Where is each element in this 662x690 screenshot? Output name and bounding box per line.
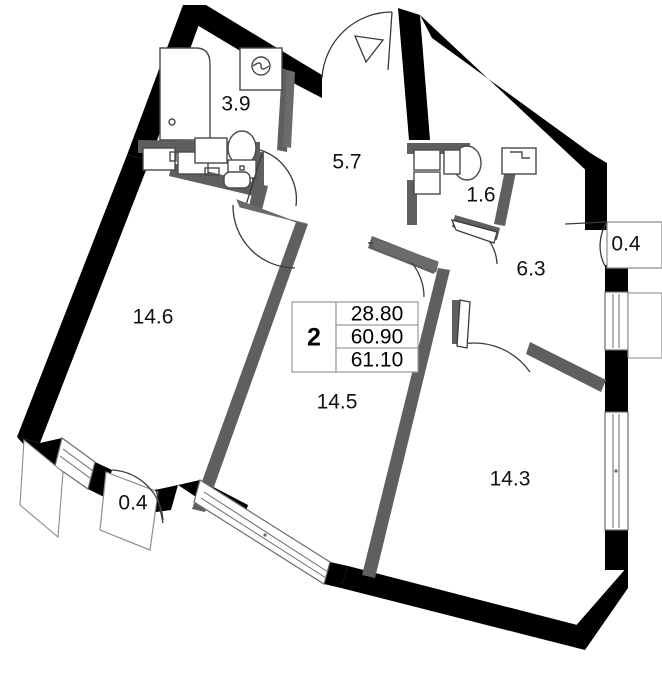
- room-label-living-room: 14.6: [133, 306, 174, 329]
- exterior-wall-left: [17, 155, 150, 443]
- window-right-upper: [604, 291, 662, 359]
- washing-machine-glyph-icon: [252, 62, 270, 70]
- info-box-rooms-cell: [291, 301, 337, 373]
- room-label-bedroom-center: 14.5: [317, 391, 358, 414]
- room-label-balcony-right: 0.4: [611, 233, 641, 256]
- window-right-lower: [604, 411, 629, 531]
- windows: [19, 291, 662, 585]
- exterior-wall-top-right: [398, 8, 430, 140]
- toilet-wc-tank-icon: [443, 149, 461, 175]
- window-bottom-left: [19, 436, 96, 539]
- info-box-total-cell: [335, 301, 419, 327]
- cabinet-bathroom-icon: [194, 137, 228, 164]
- exterior-wall-bottom-window-right: [324, 562, 348, 588]
- counter-kitchen-sink-icon: [510, 151, 530, 159]
- sink-bathroom-icon: [142, 147, 176, 171]
- washing-machine-door-icon: [251, 56, 271, 76]
- door-living-room: [232, 199, 308, 269]
- door-bathroom: [245, 149, 298, 207]
- exterior-wall-top-right-diagonal: [420, 15, 607, 190]
- balconies: [99, 221, 662, 551]
- wc-fixtures: [413, 145, 537, 195]
- balcony-left-door-leaf: [155, 488, 164, 524]
- window-bottom-center: [193, 479, 331, 585]
- room-label-kitchen: 6.3: [516, 258, 545, 281]
- door-bedroom-right: [456, 299, 531, 373]
- balcony-right-door-leaf: [564, 221, 608, 225]
- room-label-wc: 1.6: [466, 184, 495, 207]
- bidet-icon: [223, 171, 251, 189]
- exterior-wall-right-pier-2: [605, 350, 628, 412]
- room-label-bathroom: 3.9: [221, 93, 250, 116]
- info-room-count: 2: [307, 324, 321, 352]
- exterior-wall-top-door-left: [297, 60, 322, 98]
- interior-walls: [138, 68, 606, 578]
- sink-wc-basin-icon: [413, 171, 441, 195]
- interior-wall-kitchen-bottom: [526, 342, 606, 392]
- doors: [232, 11, 531, 373]
- bathtub-drain-icon: [168, 118, 176, 126]
- info-full-area: 61.10: [351, 349, 404, 372]
- door-wc: [450, 219, 498, 265]
- info-box-full-cell: [335, 347, 419, 373]
- interior-wall-central-partition: [192, 222, 308, 512]
- door-bedroom-center: [367, 237, 439, 298]
- room-labels: 3.9 5.7 1.6 6.3 0.4 14.6 14.5 14.3 0.4: [118, 93, 641, 515]
- exterior-wall-right-upper: [585, 150, 607, 230]
- sink-bathroom-tap-icon: [169, 151, 177, 162]
- toilet-bathroom-btn-icon: [239, 165, 245, 171]
- info-total-area: 28.80: [351, 303, 404, 326]
- sink-wc-icon: [413, 149, 441, 171]
- door-entrance: [321, 11, 393, 79]
- info-box-living-cell: [335, 324, 419, 350]
- balcony-right-door-arc: [599, 221, 608, 267]
- balcony-left-outline: [99, 471, 159, 551]
- exterior-wall-right-pier-1: [605, 265, 628, 292]
- balcony-right-outline: [606, 221, 662, 269]
- washing-machine-icon: [239, 47, 283, 91]
- exterior-wall-right-pier-3: [605, 530, 628, 570]
- info-living-area: 60.90: [351, 326, 404, 349]
- room-label-balcony-left: 0.4: [118, 492, 148, 515]
- room-label-bedroom-right: 14.3: [490, 468, 531, 491]
- info-box: 2 28.80 60.90 61.10: [291, 301, 419, 373]
- interior-wall-right-partition: [362, 268, 450, 578]
- bathtub-icon: [159, 47, 211, 141]
- exterior-wall-bottom: [341, 566, 585, 650]
- bathroom-fixtures: [142, 47, 283, 189]
- balcony-left-door-arc: [111, 469, 164, 521]
- bathroom-pipe-icon: [204, 167, 220, 176]
- interior-wall-bathroom-thin: [283, 70, 295, 148]
- room-label-hall: 5.7: [332, 151, 361, 174]
